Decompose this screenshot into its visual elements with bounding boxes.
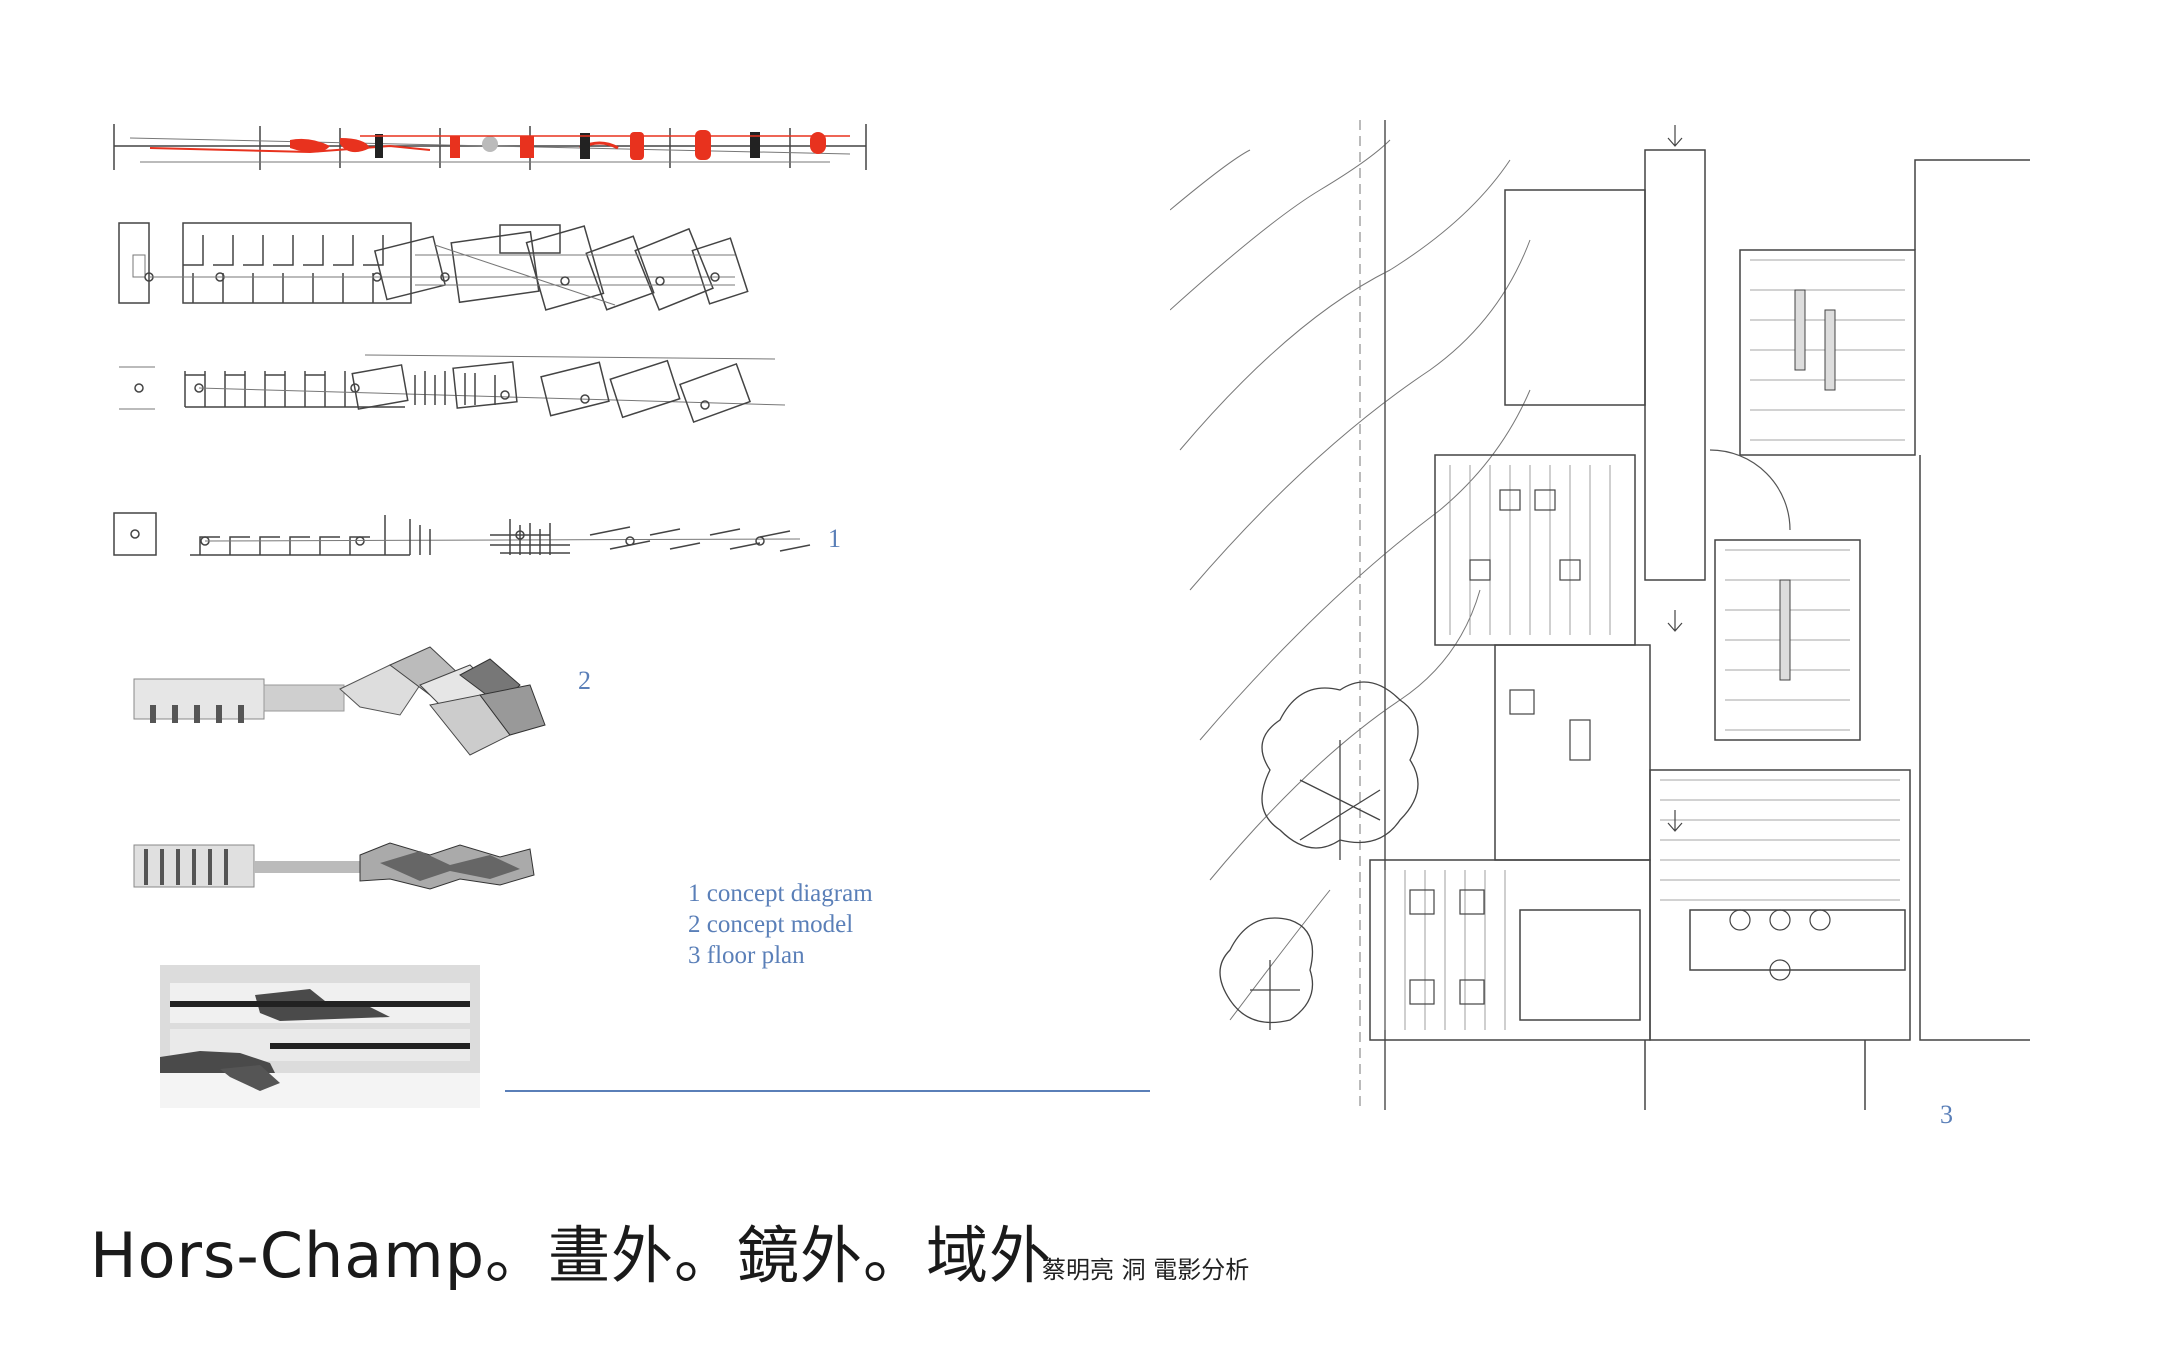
concept-model-photo-2 xyxy=(133,842,535,890)
legend-item-3: 3 floor plan xyxy=(688,942,805,969)
page-subtitle: 蔡明亮 洞 電影分析 xyxy=(1042,1256,1250,1284)
concept-diagram-strip-plan-2 xyxy=(119,354,786,424)
concept-diagram-strip-plan-3 xyxy=(113,512,811,556)
figure-number-3: 3 xyxy=(1940,1100,1953,1129)
concept-diagram-strip-section xyxy=(113,124,867,170)
divider-line xyxy=(505,1090,1150,1092)
concept-diagram-strip-plan-1 xyxy=(118,222,749,311)
figure-number-2: 2 xyxy=(578,666,591,695)
legend-item-1: 1 concept diagram xyxy=(688,880,873,907)
legend: 1 concept diagram 2 concept model 3 floo… xyxy=(688,878,873,971)
figure-number-1: 1 xyxy=(828,524,841,553)
floor-plan-drawing xyxy=(1170,120,2030,1110)
concept-model-photo-3 xyxy=(160,965,480,1108)
page-title: Hors-Champ。畫外。鏡外。域外 xyxy=(90,1219,1053,1292)
concept-model-photo-1 xyxy=(133,646,546,756)
legend-item-2: 2 concept model xyxy=(688,911,854,938)
